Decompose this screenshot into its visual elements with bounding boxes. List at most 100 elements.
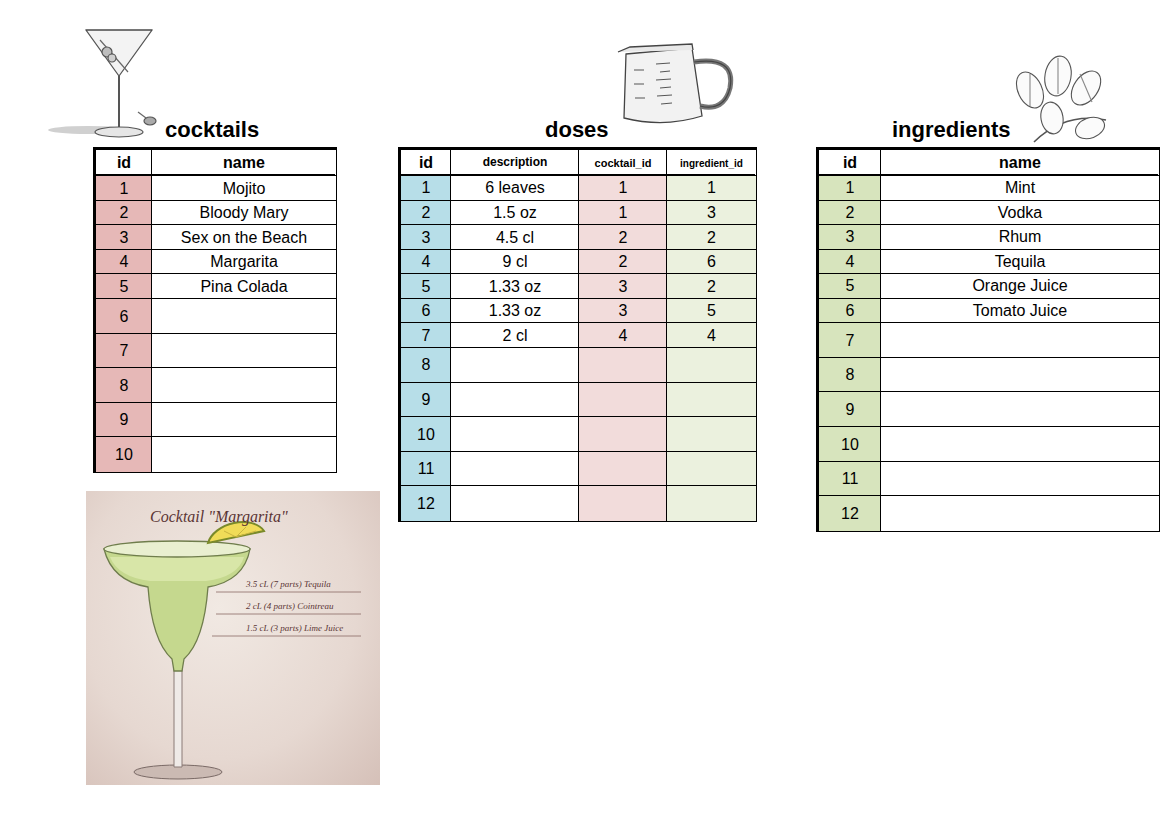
- cell-text: 2: [619, 253, 628, 271]
- cell-text: 2: [619, 229, 628, 247]
- table-cell: [450, 416, 579, 452]
- table-cell: Mint: [880, 175, 1159, 201]
- cell-text: 10: [115, 446, 133, 464]
- table-cell: Sex on the Beach: [151, 224, 336, 250]
- recipe-card: Cocktail "Margarita"3.5 cL (7 parts) Teq…: [86, 491, 380, 785]
- cell-text: Vodka: [998, 204, 1042, 222]
- cell-text: 4: [707, 327, 716, 345]
- cell-text: 4: [619, 327, 628, 345]
- cell-text: Orange Juice: [972, 277, 1067, 295]
- cell-text: Bloody Mary: [200, 204, 289, 222]
- table-cell: 7: [400, 322, 451, 348]
- table-cell: 4: [578, 322, 667, 348]
- cell-text: 3: [707, 204, 716, 222]
- cell-text: 1: [120, 180, 129, 198]
- cell-text: 1.33 oz: [489, 278, 541, 296]
- cell-text: Tomato Juice: [973, 302, 1067, 320]
- measuring-jug: [618, 44, 731, 123]
- cell-text: 11: [842, 470, 859, 488]
- table-cell: 2: [818, 200, 881, 226]
- table-cell: 9: [400, 382, 451, 418]
- table-cell: 7: [95, 333, 152, 369]
- cell-text: 4: [846, 253, 855, 271]
- table-cell: 4: [666, 322, 756, 348]
- martini-glass: [48, 30, 156, 137]
- table-cell: 6: [666, 249, 756, 275]
- header-cell: id: [400, 149, 451, 176]
- table-cell: 9: [95, 402, 152, 438]
- header-rule: [400, 174, 755, 176]
- table-cell: 2 cl: [450, 322, 579, 348]
- table-cell: [578, 451, 667, 487]
- header-cell: id: [818, 149, 881, 176]
- table-cell: Orange Juice: [880, 273, 1159, 299]
- cell-text: 12: [841, 505, 859, 523]
- header-cell: ingredient_id: [666, 149, 756, 176]
- ingredient-note: 3.5 cL (7 parts) Tequila: [246, 579, 331, 589]
- column-header: id: [843, 154, 857, 172]
- table-cell: [151, 436, 336, 472]
- table-cell: [880, 461, 1159, 497]
- table-cell: 2: [666, 224, 756, 250]
- cell-text: 9: [120, 411, 129, 429]
- table-cell: [666, 451, 756, 487]
- table-cell: [151, 298, 336, 334]
- table-cell: 12: [818, 495, 881, 531]
- table-cell: [578, 347, 667, 383]
- table-cell: 4.5 cl: [450, 224, 579, 250]
- table-cell: 11: [818, 461, 881, 497]
- cell-text: 2: [120, 204, 129, 222]
- cell-text: 2: [707, 278, 716, 296]
- cell-text: 3: [120, 229, 129, 247]
- table-cell: 5: [666, 298, 756, 324]
- table-cell: 5: [818, 273, 881, 299]
- cell-text: 9: [846, 401, 855, 419]
- table-cell: [880, 357, 1159, 393]
- table-cell: 8: [95, 367, 152, 403]
- cell-text: Tequila: [995, 253, 1046, 271]
- table-cell: Margarita: [151, 249, 336, 275]
- table-heading: doses: [545, 118, 609, 142]
- table-cell: 1.5 oz: [450, 200, 579, 226]
- cell-text: Margarita: [210, 253, 278, 271]
- table-cell: Pina Colada: [151, 273, 336, 299]
- table-cell: [880, 322, 1159, 358]
- table-cell: [450, 451, 579, 487]
- cell-text: 2: [846, 204, 855, 222]
- table-cell: 3: [578, 298, 667, 324]
- header-cell: cocktail_id: [578, 149, 667, 176]
- table-cell: 6: [818, 298, 881, 324]
- table-heading: cocktails: [165, 118, 259, 142]
- cell-text: Pina Colada: [200, 278, 287, 296]
- table-cell: [578, 485, 667, 521]
- cell-text: 10: [841, 436, 859, 454]
- table-cell: 5: [95, 273, 152, 299]
- table-cell: 1: [578, 175, 667, 201]
- data-table: cocktailsidname1Mojito2Bloody Mary3Sex o…: [95, 149, 335, 471]
- table-cell: [666, 485, 756, 521]
- cell-text: 12: [417, 495, 435, 513]
- header-cell: name: [151, 149, 336, 176]
- table-cell: [880, 495, 1159, 531]
- table-cell: [666, 347, 756, 383]
- table-cell: [578, 416, 667, 452]
- cell-text: 7: [846, 332, 855, 350]
- table-cell: Mojito: [151, 175, 336, 201]
- table-cell: 1: [666, 175, 756, 201]
- table-cell: 11: [400, 451, 451, 487]
- cell-text: 7: [422, 327, 431, 345]
- table-cell: 10: [95, 436, 152, 472]
- ingredient-note: 2 cL (4 parts) Cointreau: [246, 601, 334, 611]
- table-cell: 10: [400, 416, 451, 452]
- ingredient-note: 1.5 cL (3 parts) Lime Juice: [246, 623, 343, 633]
- data-table: ingredientsidname1Mint2Vodka3Rhum4Tequil…: [818, 149, 1158, 530]
- table-cell: [880, 391, 1159, 427]
- cell-text: 3: [619, 302, 628, 320]
- table-cell: 5: [400, 273, 451, 299]
- table-cell: [450, 347, 579, 383]
- cell-text: 1.5 oz: [493, 204, 537, 222]
- table-cell: 3: [400, 224, 451, 250]
- table-cell: [578, 382, 667, 418]
- table-cell: 12: [400, 485, 451, 521]
